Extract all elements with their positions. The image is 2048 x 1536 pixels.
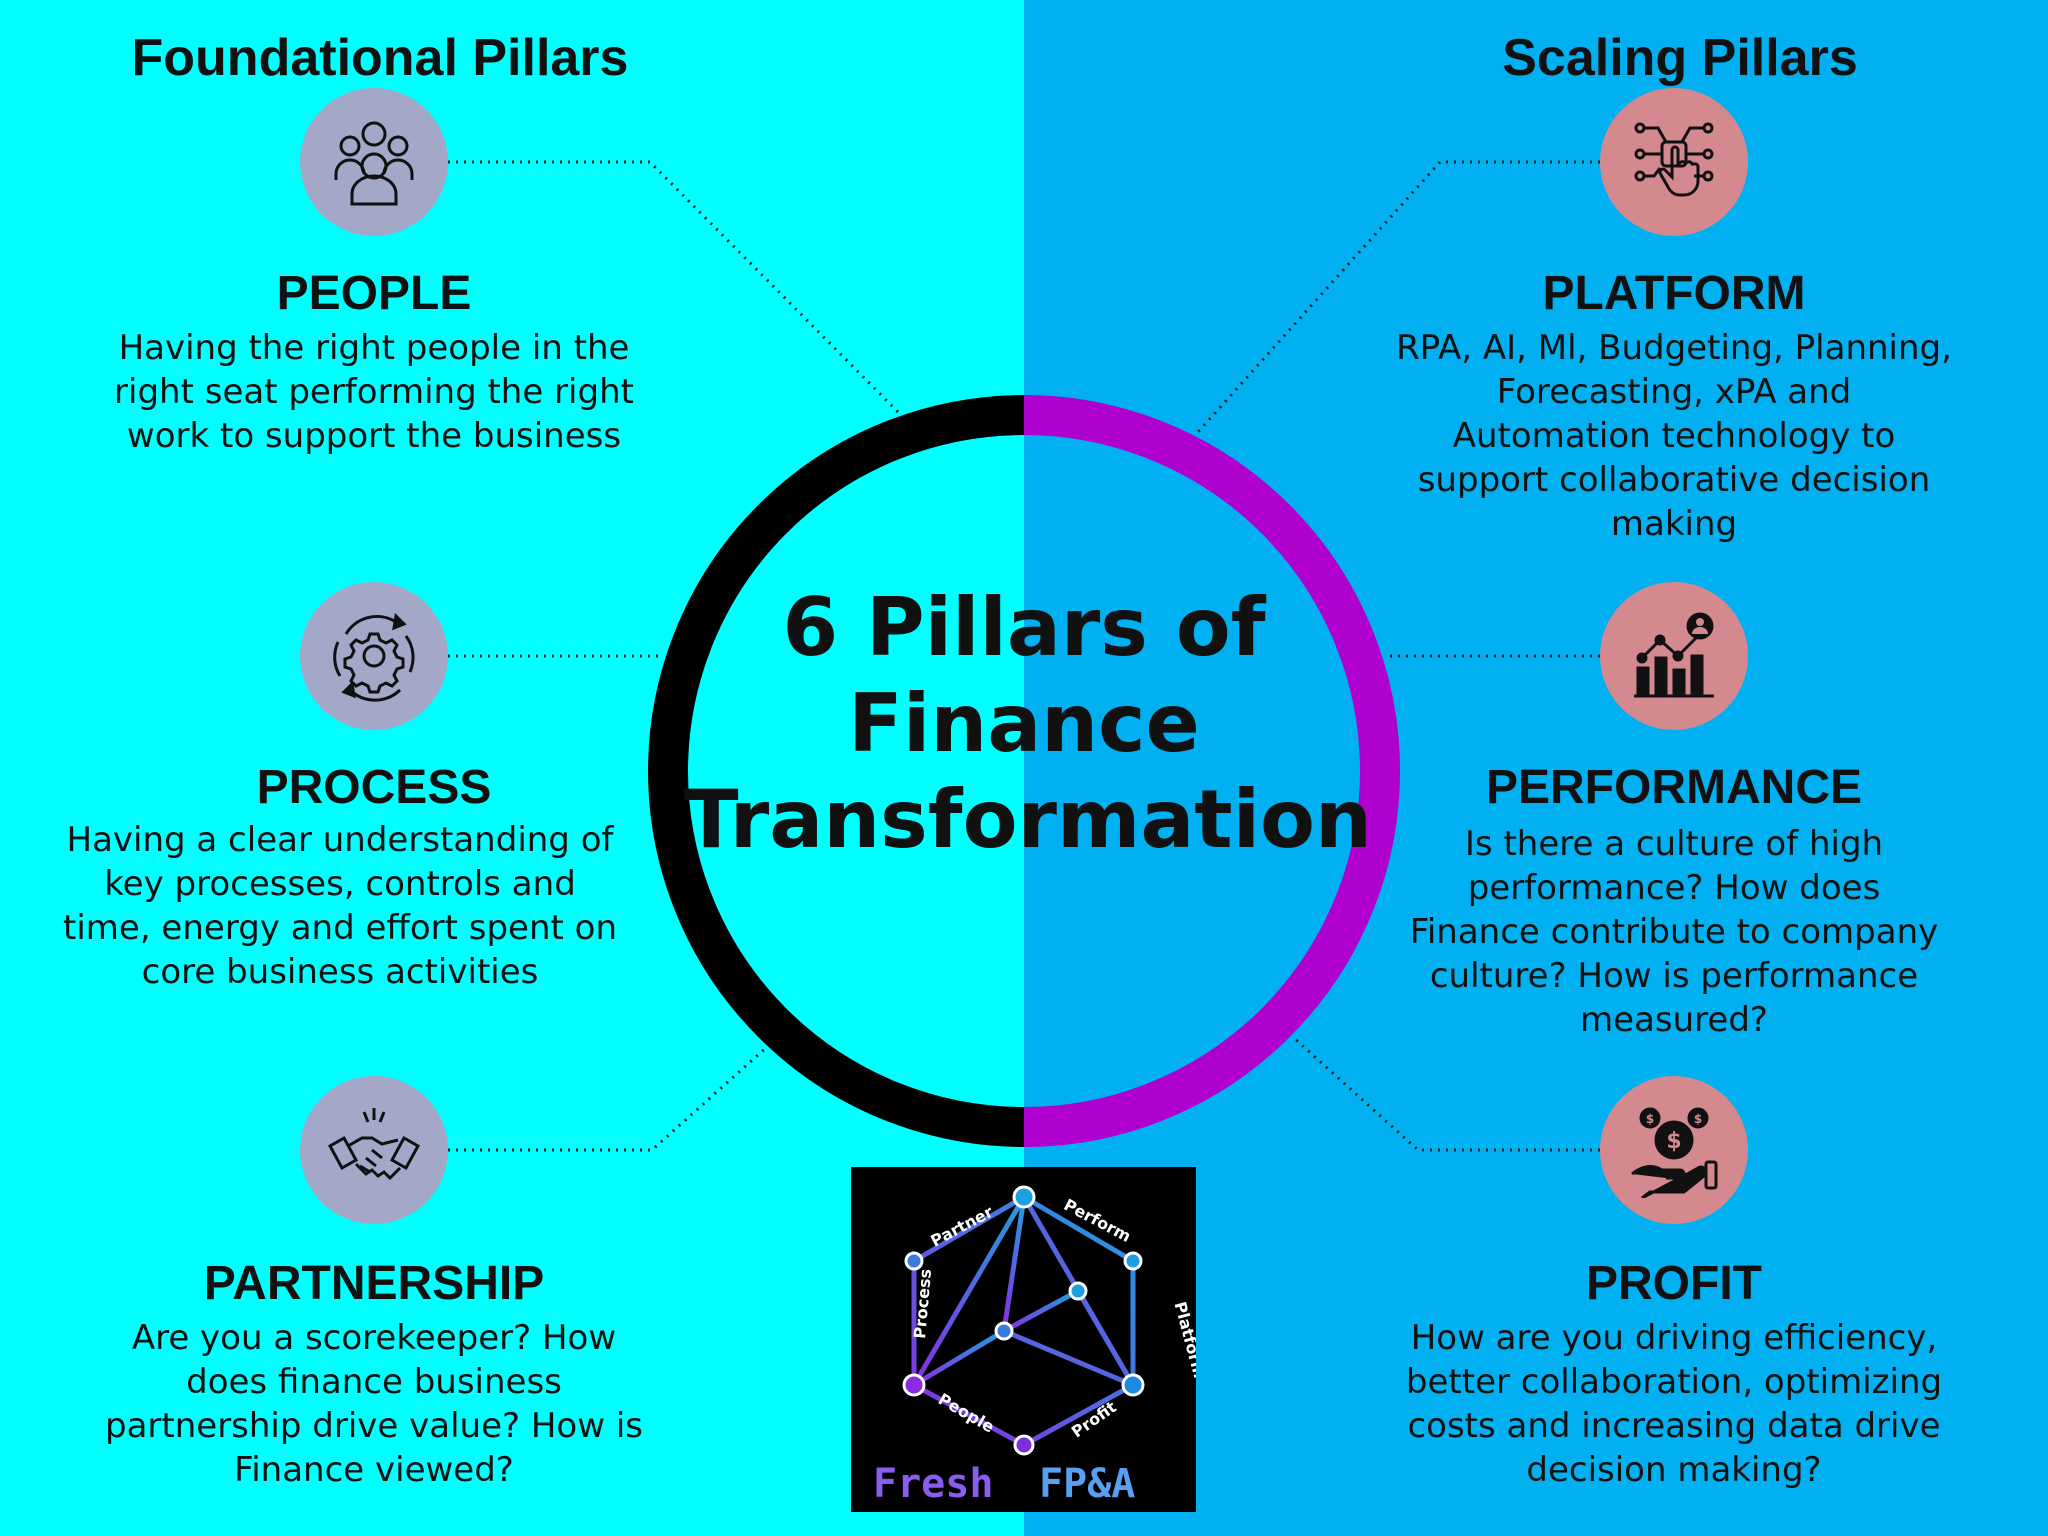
handshake-icon [327,1108,421,1181]
gear-cycle-icon [333,612,415,702]
svg-text:$: $ [1694,1112,1702,1126]
pillar-desc-performance: Is there a culture of high performance? … [1409,824,1939,1040]
logo-label-people: People [935,1389,998,1436]
svg-text:$: $ [1646,1112,1654,1126]
pillar-name-profit: PROFIT [1586,1257,1762,1310]
fresh-fpa-logo-graphic: Partner Perform Platform Profit People P… [873,1185,1196,1507]
partnership-icon-circle [300,1076,448,1224]
logo-brand-fpa: FP&A [1039,1461,1135,1507]
center-title-line-1: 6 Pillars of [782,581,1266,674]
pillar-name-process: PROCESS [256,761,492,814]
pillar-desc-profit: How are you driving efficiency, better c… [1405,1318,1943,1490]
fresh-fpa-logo: Partner Perform Platform Profit People P… [851,1167,1196,1512]
tech-touch-icon [1634,122,1714,197]
logo-label-partner: Partner [927,1202,996,1251]
pillar-name-performance: PERFORMANCE [1485,761,1862,814]
connector-partnership [448,1044,770,1152]
pillar-name-people: PEOPLE [276,267,472,320]
platform-icon-circle [1600,88,1748,236]
svg-text:$: $ [1666,1129,1681,1154]
performance-icon-circle [1600,582,1748,730]
pillar-desc-partnership: Are you a scorekeeper? How does finance … [105,1318,643,1490]
growth-chart-icon [1634,612,1714,698]
pillar-name-partnership: PARTNERSHIP [203,1257,545,1310]
connector-profit [1292,1036,1600,1152]
ring-left-half [648,395,1025,1147]
ring-right-half [1023,395,1400,1147]
people-group-icon [334,121,414,206]
center-title-line-2: Finance [848,677,1200,770]
profit-icon-circle: $ $ $ [1600,1076,1748,1224]
money-hand-icon: $ $ $ [1631,1107,1718,1198]
pillar-name-platform: PLATFORM [1542,267,1806,320]
center-title: 6 Pillars of Finance Transformation [684,580,1372,868]
center-title-line-3: Transformation [684,773,1372,866]
process-icon-circle [300,582,448,730]
pillar-desc-platform: RPA, AI, Ml, Budgeting, Planning, Foreca… [1396,328,1952,544]
logo-brand-fresh: Fresh [873,1461,993,1507]
pillar-desc-people: Having the right people in the right sea… [114,328,634,456]
pillar-desc-process: Having a clear understanding of key proc… [63,820,617,992]
scaling-pillars-title: Scaling Pillars [1502,29,1858,87]
foundational-pillars-title: Foundational Pillars [131,29,629,87]
people-icon-circle [300,88,448,236]
logo-label-platform: Platform [1171,1300,1196,1380]
connector-people [448,160,900,414]
connector-platform [1196,160,1600,434]
